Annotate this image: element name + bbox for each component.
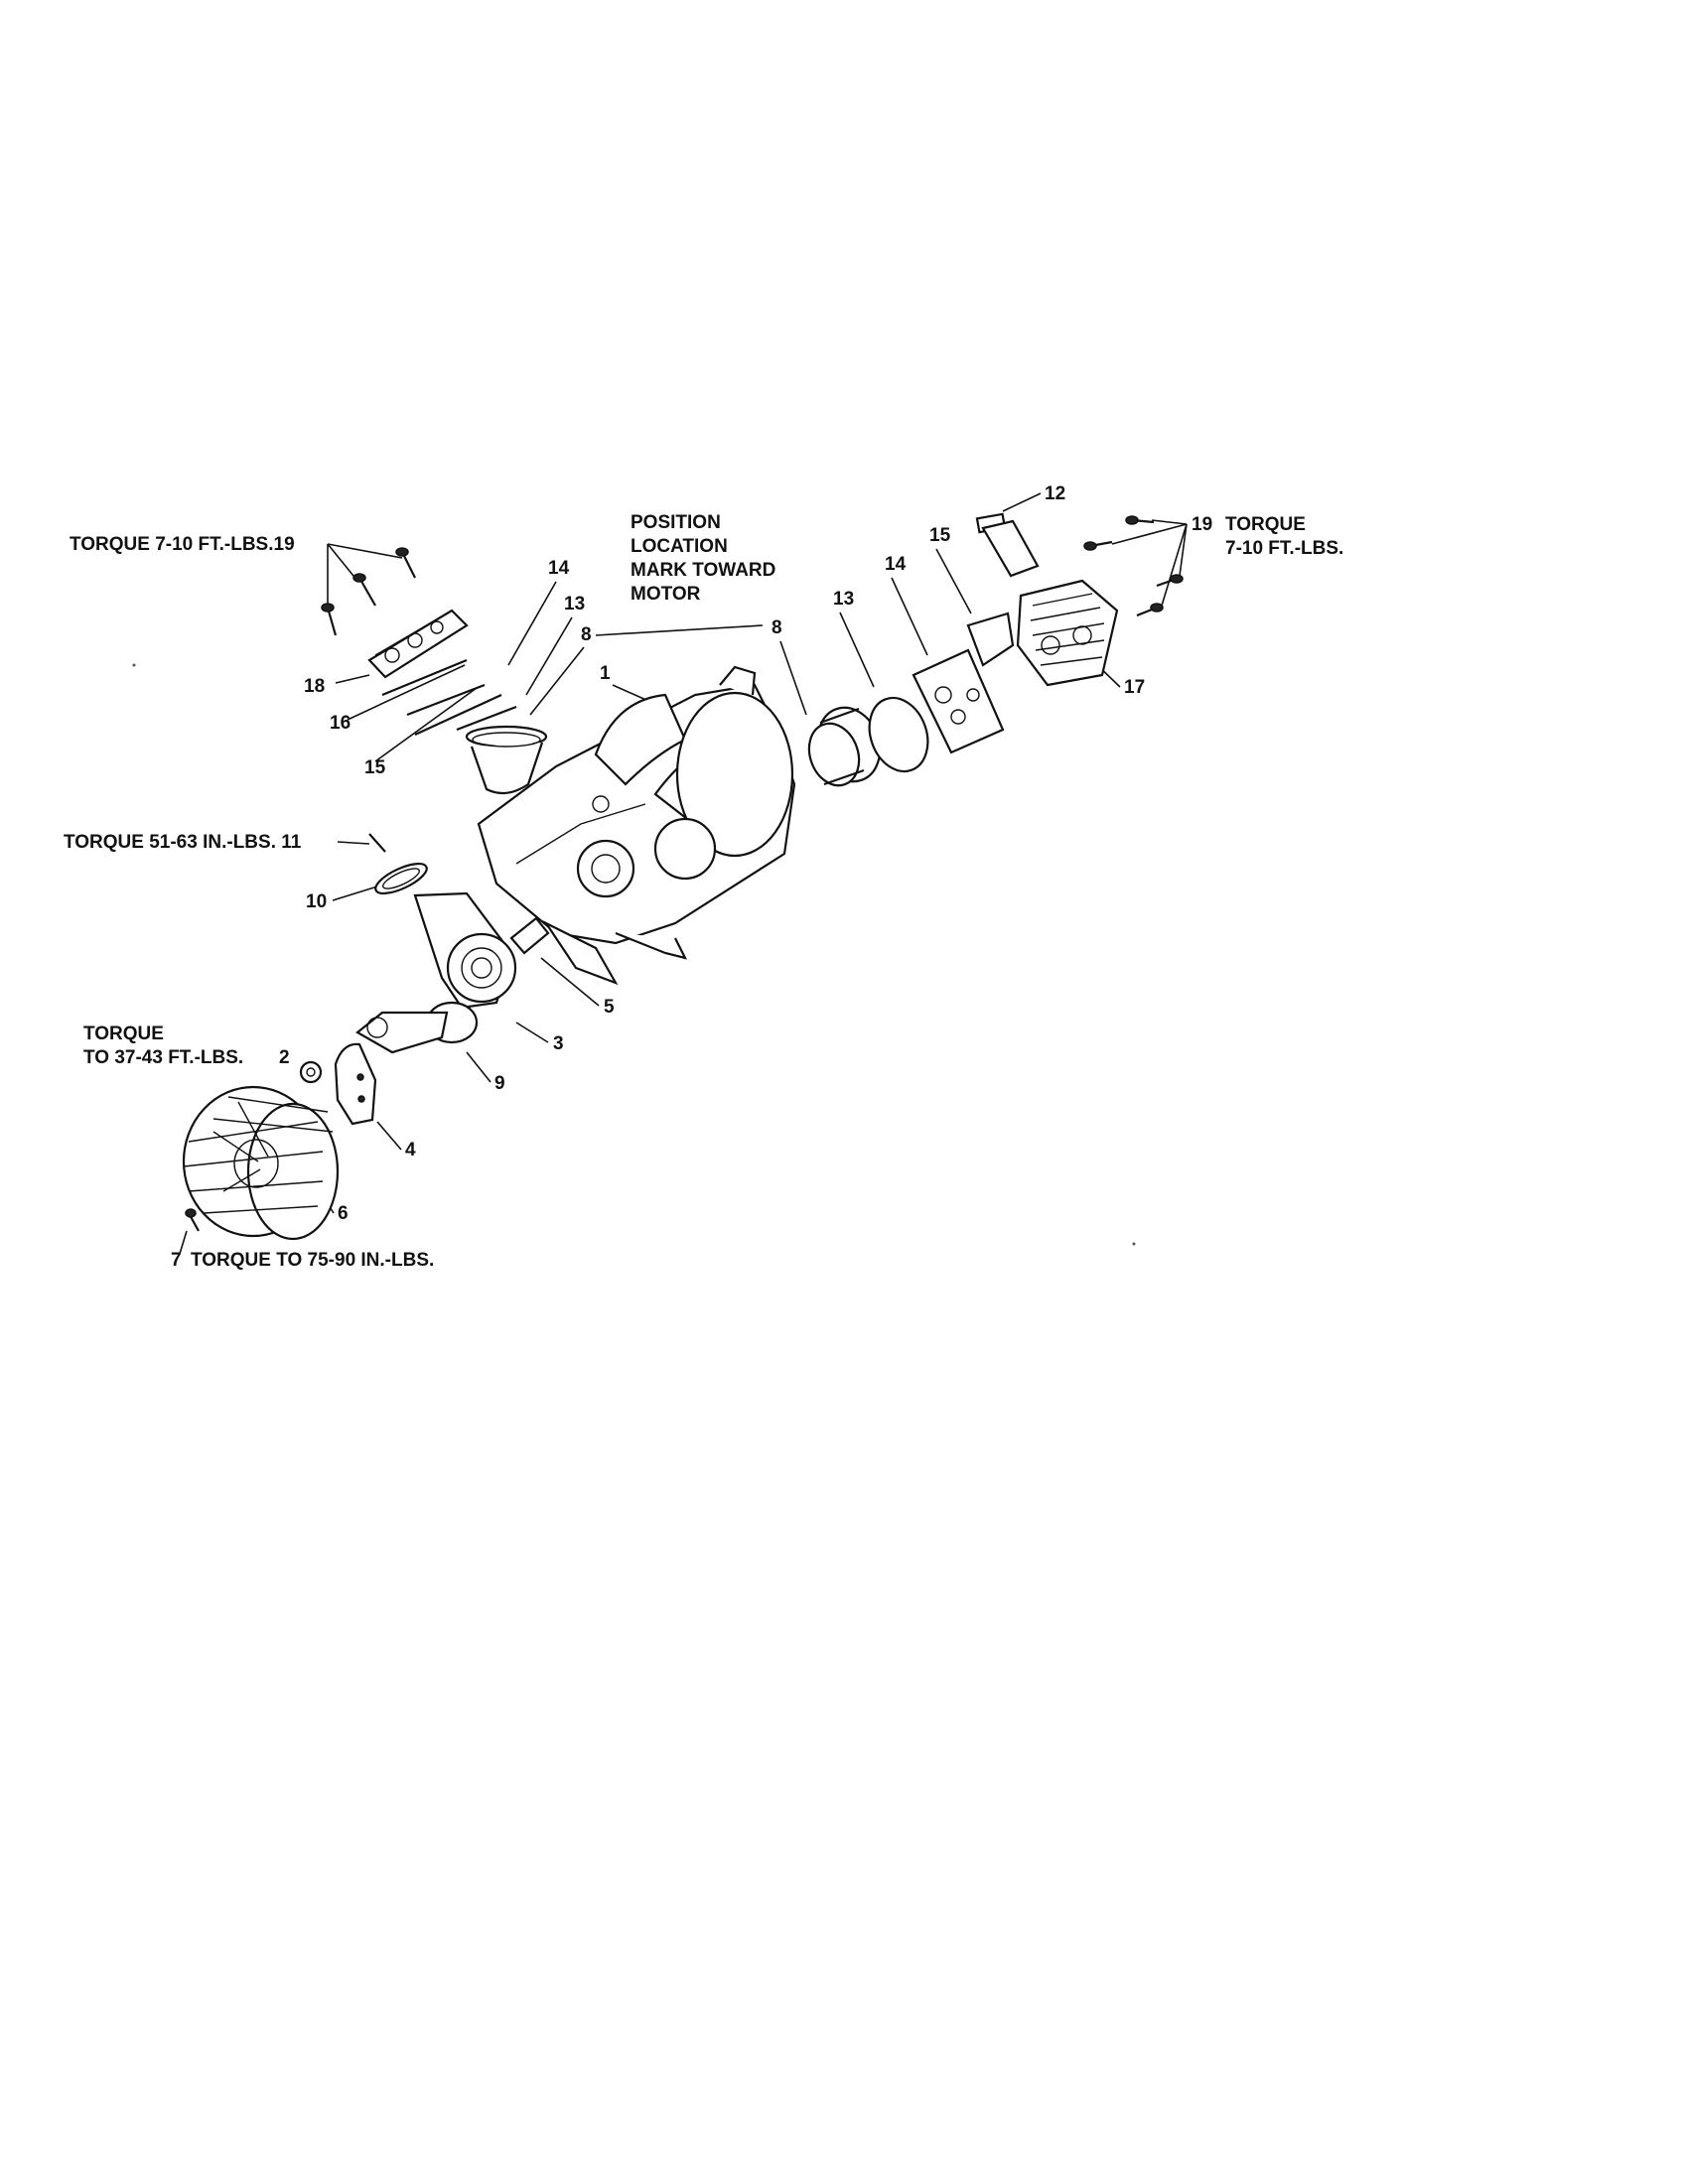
label-16: 16 bbox=[330, 713, 351, 734]
torque-note-7-text: TORQUE TO 75-90 IN.-LBS. bbox=[191, 1250, 434, 1271]
label-17: 17 bbox=[1124, 677, 1145, 698]
label-14a: 14 bbox=[548, 558, 570, 579]
fitting-12 bbox=[975, 512, 1040, 578]
torque-note-11: TORQUE 51-63 IN.-LBS. 11 bbox=[64, 832, 302, 853]
torque-note-2-line2: TO 37-43 FT.-LBS. bbox=[83, 1047, 243, 1068]
fan-6 bbox=[182, 1085, 340, 1241]
label-5: 5 bbox=[604, 997, 615, 1018]
cylinder-head-17 bbox=[1016, 579, 1119, 687]
torque-note-7-num: 7 bbox=[171, 1250, 182, 1271]
label-1: 1 bbox=[600, 663, 611, 684]
screw-11 bbox=[368, 833, 386, 853]
torque-note-right-line2: 7-10 FT.-LBS. bbox=[1225, 538, 1343, 559]
label-10: 10 bbox=[306, 891, 327, 912]
pin-5 bbox=[509, 916, 550, 955]
leader-lines bbox=[179, 492, 1188, 1255]
nut-2 bbox=[299, 1060, 323, 1084]
speck-right bbox=[1132, 1242, 1136, 1246]
sleeve-8-left bbox=[465, 725, 548, 795]
label-8a: 8 bbox=[581, 624, 592, 645]
reed-15-right bbox=[966, 612, 1015, 667]
position-note-line4: MOTOR bbox=[631, 584, 701, 605]
label-4: 4 bbox=[405, 1140, 416, 1160]
torque-note-right-num: 19 bbox=[1192, 514, 1212, 535]
valve-plate-14-right bbox=[912, 648, 1005, 754]
label-9: 9 bbox=[494, 1073, 505, 1094]
label-14b: 14 bbox=[885, 554, 907, 575]
label-3: 3 bbox=[553, 1033, 564, 1054]
label-8b: 8 bbox=[772, 617, 782, 638]
counterweight-4 bbox=[334, 1042, 377, 1126]
connecting-rod-3 bbox=[413, 891, 517, 1010]
screw-7 bbox=[185, 1208, 200, 1232]
position-note-line3: MARK TOWARD bbox=[631, 560, 775, 581]
motor-crankcase-1 bbox=[477, 665, 796, 986]
label-13a: 13 bbox=[564, 594, 585, 614]
label-12: 12 bbox=[1045, 483, 1065, 504]
sleeve-8-right bbox=[807, 706, 882, 787]
torque-note-2-line1: TORQUE bbox=[83, 1024, 164, 1044]
label-15b: 15 bbox=[929, 525, 951, 546]
torque-note-2-num: 2 bbox=[279, 1047, 290, 1068]
position-note-line2: LOCATION bbox=[631, 536, 728, 557]
valve-plate-18 bbox=[367, 609, 469, 679]
torque-note-right-line1: TORQUE bbox=[1225, 514, 1306, 535]
speck-left bbox=[132, 663, 136, 667]
label-6: 6 bbox=[338, 1203, 349, 1224]
bolts-19-right bbox=[1083, 515, 1184, 617]
o-ring-13-right bbox=[868, 696, 929, 773]
label-15a: 15 bbox=[364, 757, 386, 778]
label-13b: 13 bbox=[833, 589, 854, 610]
seal-10 bbox=[374, 862, 428, 895]
gaskets-left bbox=[381, 658, 517, 736]
piston-9 bbox=[355, 1001, 479, 1054]
torque-note-top-left: TORQUE 7-10 FT.-LBS.19 bbox=[70, 534, 295, 555]
position-note-line1: POSITION bbox=[631, 512, 721, 533]
label-18: 18 bbox=[304, 676, 325, 697]
bolt-19-top-left bbox=[321, 547, 416, 636]
